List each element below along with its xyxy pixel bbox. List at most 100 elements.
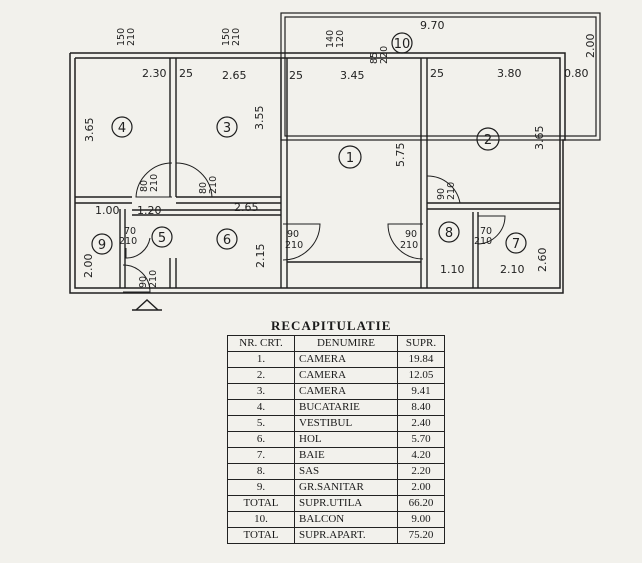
recap-header-row: NR. CRT. DENUMIRE SUPR. [227, 335, 445, 352]
cell-supr: 19.84 [397, 351, 445, 368]
door-swings [122, 162, 506, 293]
dimension-labels: 2.30 25 2.65 25 3.45 25 3.80 0.80 9.70 1… [82, 19, 597, 278]
svg-text:90: 90 [405, 229, 417, 240]
svg-text:90: 90 [138, 276, 149, 288]
cell-supr: 2.40 [397, 415, 445, 432]
cell-denumire: SUPR.UTILA [294, 495, 398, 512]
room-number-7: 7 [512, 237, 520, 252]
cell-denumire: SAS [294, 463, 398, 480]
dim-label: 2.30 [142, 67, 167, 80]
svg-text:210: 210 [400, 240, 418, 251]
cell-nr: 5. [227, 415, 295, 432]
room-number-9: 9 [98, 238, 106, 253]
svg-text:220: 220 [379, 46, 390, 64]
recap-title: RECAPITULATIE [271, 318, 392, 333]
room-number-6: 6 [223, 233, 231, 248]
svg-text:210: 210 [148, 270, 159, 288]
cell-denumire: BALCON [294, 511, 398, 528]
svg-text:120: 120 [335, 30, 346, 48]
cell-supr: 9.41 [397, 383, 445, 400]
dim-label: 1.10 [440, 263, 465, 276]
cell-supr: 5.70 [397, 431, 445, 448]
room-circles [91, 32, 527, 255]
svg-text:80: 80 [198, 182, 209, 194]
svg-text:210: 210 [119, 236, 137, 247]
room-number-8: 8 [445, 226, 453, 241]
cell-denumire: GR.SANITAR [294, 479, 398, 496]
cell-nr: 10. [227, 511, 295, 528]
svg-text:90: 90 [436, 188, 447, 200]
cell-nr: TOTAL [227, 495, 295, 512]
dim-label: 9.70 [420, 19, 445, 32]
dim-label: 2.10 [500, 263, 525, 276]
dim-label: 2.00 [584, 34, 597, 59]
svg-text:140: 140 [325, 30, 336, 48]
dim-label: 2.65 [234, 201, 259, 214]
header-supr: SUPR. [397, 335, 445, 352]
dim-label: 3.45 [340, 69, 365, 82]
dim-label: 1.20 [137, 204, 162, 217]
cell-denumire: CAMERA [294, 367, 398, 384]
room-number-10: 10 [394, 37, 411, 52]
dim-label: 5.75 [394, 143, 407, 168]
cell-denumire: SUPR.APART. [294, 527, 398, 544]
dim-label: 0.80 [564, 67, 589, 80]
cell-nr: 1. [227, 351, 295, 368]
cell-supr: 4.20 [397, 447, 445, 464]
header-denumire: DENUMIRE [294, 335, 398, 352]
cell-nr: 8. [227, 463, 295, 480]
svg-text:210: 210 [149, 174, 160, 192]
room-number-5: 5 [158, 231, 166, 246]
svg-text:90: 90 [287, 229, 299, 240]
cell-denumire: CAMERA [294, 351, 398, 368]
cell-denumire: VESTIBUL [294, 415, 398, 432]
dim-label: 2.15 [254, 244, 267, 269]
cell-nr: 3. [227, 383, 295, 400]
cell-supr: 66.20 [397, 495, 445, 512]
room-number-3: 3 [223, 121, 231, 136]
dim-label: 25 [179, 67, 193, 80]
cell-denumire: BUCATARIE [294, 399, 398, 416]
cell-nr: 4. [227, 399, 295, 416]
svg-text:80: 80 [139, 180, 150, 192]
interior-walls [75, 58, 560, 288]
floor-plan: 1 2 3 4 5 6 7 8 9 10 2.30 25 2.65 25 3.4… [69, 12, 601, 311]
cell-supr: 2.00 [397, 479, 445, 496]
dim-label: 2.60 [536, 248, 549, 273]
svg-text:210: 210 [208, 176, 219, 194]
svg-text:70: 70 [124, 226, 136, 237]
cell-nr: 6. [227, 431, 295, 448]
cell-supr: 2.20 [397, 463, 445, 480]
outer-walls [69, 52, 566, 294]
cell-nr: 7. [227, 447, 295, 464]
svg-text:210: 210 [285, 240, 303, 251]
cell-nr: 9. [227, 479, 295, 496]
dim-label: 3.55 [253, 106, 266, 131]
entrance-arrow-icon [132, 299, 162, 311]
svg-text:150: 150 [221, 28, 232, 46]
